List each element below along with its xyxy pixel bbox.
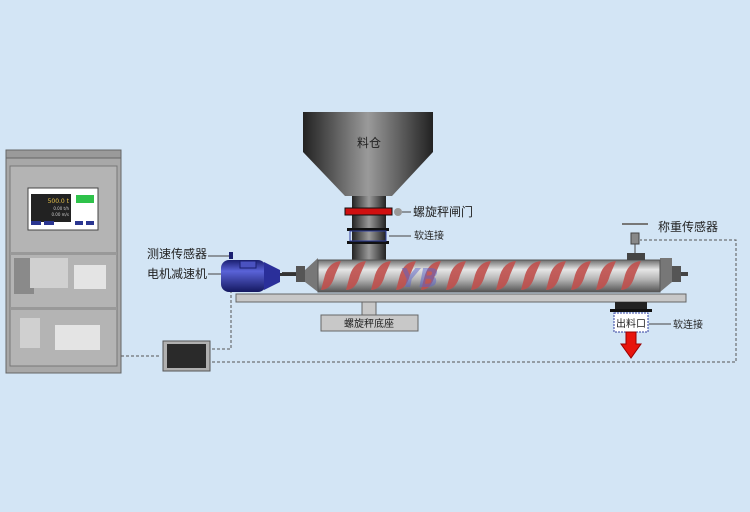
motor-reducer: [221, 252, 296, 292]
screw-flight: [546, 261, 566, 290]
hopper-label: 料仓: [357, 136, 381, 150]
load-cell-label: 称重传感器: [658, 219, 718, 234]
soft-joint-bottom-label: 软连接: [673, 318, 703, 331]
motor-label: 电机减速机: [147, 267, 207, 281]
screw-flight: [421, 261, 441, 290]
screw-flight: [621, 261, 641, 290]
speed-sensor-label: 测速传感器: [147, 246, 207, 261]
screw-conveyor: YB: [282, 253, 688, 294]
base-label: 螺旋秤底座: [344, 317, 394, 330]
gate-label: 螺旋秤闸门: [413, 204, 473, 219]
control-cabinet: 500.0 t 0.00 t/h 0.00 m/s: [5, 149, 122, 374]
screw-flight: [471, 261, 491, 290]
outlet-label: 出料口: [616, 317, 646, 330]
screw-flight: [371, 261, 391, 290]
soft-joint-top-label: 软连接: [414, 229, 444, 242]
watermark-logo: YB: [400, 264, 439, 294]
hopper: 料仓: [303, 112, 433, 260]
screw-flight: [571, 261, 591, 290]
screw-flight: [521, 261, 541, 290]
discharge-arrow-icon: [620, 331, 642, 359]
speed-readout: 0.00 m/s: [51, 212, 69, 217]
outlet: 出料口: [610, 302, 652, 359]
screw-flight: [396, 261, 416, 290]
flow-readout: 0.00 t/h: [53, 206, 69, 211]
signal-cables: [121, 239, 737, 363]
screw-flight: [321, 261, 341, 290]
load-cell: [622, 223, 648, 253]
screw-flight: [446, 261, 466, 290]
screw-flight: [596, 261, 616, 290]
weight-readout: 500.0 t: [48, 198, 70, 205]
scale-base: 螺旋秤底座: [235, 293, 687, 332]
screw-flight: [346, 261, 366, 290]
junction-box: [162, 340, 211, 372]
screw-flight: [496, 261, 516, 290]
weighing-controller-display: 500.0 t 0.00 t/h 0.00 m/s: [27, 187, 99, 231]
